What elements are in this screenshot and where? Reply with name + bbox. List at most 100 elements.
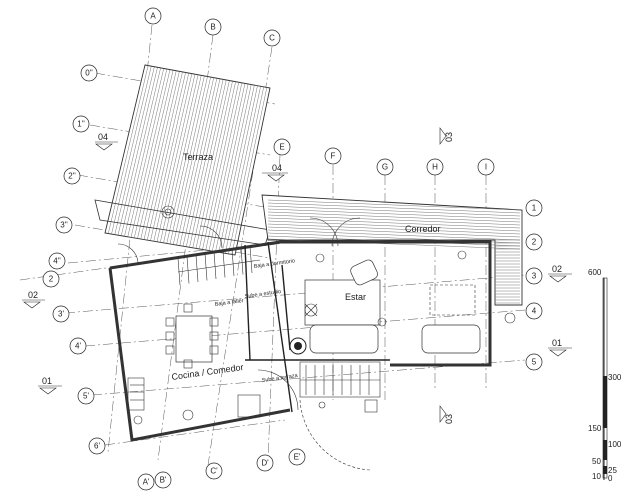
- room-label-terrace: Terraza: [183, 152, 213, 162]
- scale-label-100: 100: [608, 440, 622, 449]
- svg-text:3'': 3'': [60, 221, 68, 230]
- section-mark-03-top: 03: [439, 127, 454, 145]
- svg-text:E': E': [294, 453, 301, 462]
- grid-bubble-A: A: [144, 7, 162, 25]
- svg-text:B: B: [210, 23, 215, 32]
- svg-text:2'': 2'': [68, 172, 76, 181]
- scale-label-600: 600: [588, 268, 602, 277]
- room-label-living: Estar: [345, 292, 366, 302]
- svg-text:A': A': [143, 478, 150, 487]
- grid-bubble-1pp: 1'': [72, 115, 90, 133]
- svg-text:2: 2: [49, 275, 54, 284]
- terrace-deck: [94, 64, 271, 256]
- svg-text:A: A: [150, 12, 156, 21]
- grid-bubble-3: 3: [525, 267, 543, 285]
- svg-text:C': C': [210, 467, 218, 476]
- grid-bubble-G: G: [376, 158, 394, 176]
- grid-bubble-F: F: [324, 147, 342, 165]
- grid-bubble-2-right: 2: [525, 233, 543, 251]
- svg-text:5: 5: [532, 358, 537, 367]
- grid-bubbles-rows-right: 1 2 3 4 5: [525, 199, 543, 371]
- grid-bubbles-columns-bottom: A' B' C' D' E': [137, 448, 306, 491]
- grid-bubble-3pp: 3'': [55, 216, 73, 234]
- scale-label-10: 10: [592, 472, 601, 481]
- svg-text:01: 01: [42, 376, 52, 386]
- svg-text:C: C: [269, 34, 275, 43]
- grid-bubble-6p: 6': [88, 437, 106, 455]
- grid-bubble-A-prime: A': [137, 473, 155, 491]
- grid-bubble-5p: 5': [77, 387, 95, 405]
- grid-bubble-C-prime: C': [205, 462, 223, 480]
- grid-bubble-2pp: 2'': [63, 167, 81, 185]
- section-mark-02-right: 02: [548, 264, 572, 283]
- svg-text:1'': 1'': [77, 120, 85, 129]
- grid-bubble-5: 5: [525, 353, 543, 371]
- grid-bubble-B-prime: B': [154, 471, 172, 489]
- section-marks: 04 04 03 03 02 02 01: [22, 127, 572, 424]
- grid-bubble-4: 4: [525, 302, 543, 320]
- doors: [117, 217, 378, 471]
- svg-text:03: 03: [444, 414, 454, 424]
- svg-text:4: 4: [532, 307, 537, 316]
- section-mark-01-left: 01: [38, 376, 62, 395]
- grid-bubble-2: 2: [42, 270, 60, 288]
- svg-text:3': 3': [58, 310, 64, 319]
- grid-bubble-B: B: [204, 18, 222, 36]
- corridor-deck: [261, 194, 523, 306]
- grid-bubble-D-prime: D': [256, 454, 274, 472]
- grid-bubbles-rows-left: 0'' 1'' 2'' 3'' 4'' 2 3' 4' 5' 6': [42, 64, 106, 455]
- section-mark-03-bottom: 03: [439, 405, 454, 424]
- room-label-kitchen: Cocina / Comedor: [171, 362, 244, 382]
- grid-axis-lines: [19, 24, 526, 466]
- scale-label-50: 50: [592, 457, 601, 466]
- svg-text:5': 5': [83, 392, 89, 401]
- svg-text:6': 6': [94, 442, 100, 451]
- grid-bubble-H: H: [426, 158, 444, 176]
- note-terraza: Sube a terraza: [261, 373, 298, 384]
- svg-text:B': B': [160, 476, 167, 485]
- svg-text:02: 02: [552, 264, 562, 274]
- grid-bubble-3p: 3': [52, 305, 70, 323]
- svg-text:G: G: [382, 163, 388, 172]
- grid-bubble-4p: 4': [69, 337, 87, 355]
- note-dormitorio: Baja a dormitorio: [253, 258, 295, 270]
- grid-bubbles-columns: A B C E F G H I: [144, 7, 495, 176]
- grid-bubble-I: I: [477, 158, 495, 176]
- grid-bubble-E: E: [273, 138, 291, 156]
- stairs: [177, 245, 381, 398]
- section-mark-04-left: 04: [95, 132, 118, 151]
- svg-text:H: H: [432, 163, 438, 172]
- living-furniture: [289, 250, 516, 355]
- scale-bar: 600 300 150 100 50 25 10 0: [588, 268, 622, 483]
- svg-text:F: F: [331, 152, 336, 161]
- svg-text:04: 04: [272, 163, 282, 173]
- scale-label-0: 0: [608, 474, 613, 483]
- scale-label-300: 300: [608, 373, 622, 382]
- svg-text:E: E: [279, 143, 284, 152]
- section-mark-04-right: 04: [262, 163, 288, 182]
- svg-text:2: 2: [532, 238, 537, 247]
- section-mark-02-left: 02: [22, 290, 45, 309]
- kitchen-furniture: [165, 303, 219, 421]
- scale-label-150: 150: [588, 424, 602, 433]
- grid-bubble-E-prime: E': [288, 448, 306, 466]
- grid-bubble-1: 1: [525, 199, 543, 217]
- scale-label-25: 25: [608, 466, 617, 475]
- svg-text:3: 3: [532, 272, 537, 281]
- note-estudio: Sube a estudio: [244, 289, 281, 300]
- svg-text:04: 04: [98, 132, 108, 142]
- grid-bubble-0pp: 0'': [80, 64, 98, 82]
- grid-bubble-4pp: 4'': [48, 252, 66, 270]
- svg-text:D': D': [261, 459, 269, 468]
- grid-bubble-C: C: [263, 29, 281, 47]
- svg-text:4'': 4'': [53, 257, 61, 266]
- svg-text:4': 4': [75, 342, 81, 351]
- svg-text:1: 1: [532, 204, 537, 213]
- svg-text:0'': 0'': [85, 69, 93, 78]
- note-taller: Baja a taller: [214, 298, 244, 308]
- svg-text:03: 03: [444, 132, 454, 142]
- svg-text:I: I: [485, 163, 487, 172]
- room-label-corridor: Corredor: [405, 224, 441, 234]
- svg-text:02: 02: [28, 290, 38, 300]
